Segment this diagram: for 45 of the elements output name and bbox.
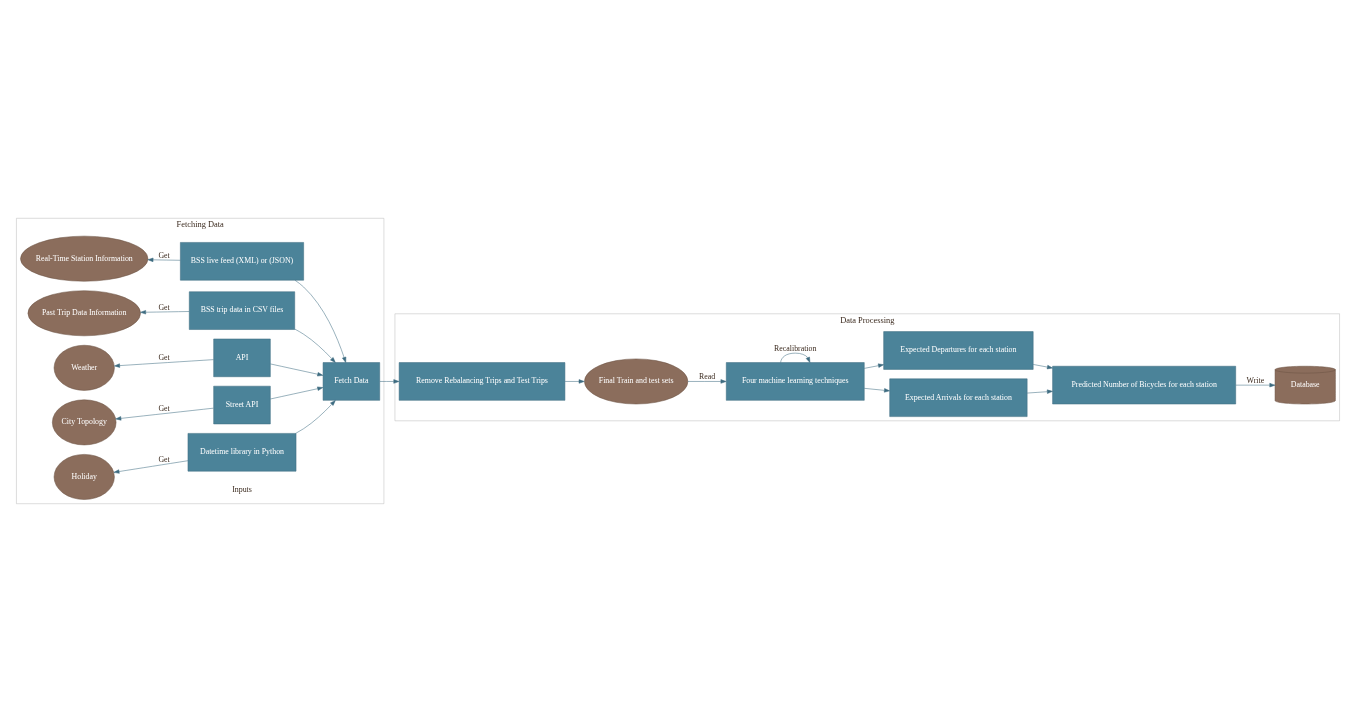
node-box: Predicted Number of Bicycles for each station bbox=[1052, 366, 1236, 405]
edge-label: Get bbox=[158, 454, 170, 464]
node-ellipse: Past Trip Data Information bbox=[27, 290, 141, 337]
arrow bbox=[1235, 383, 1276, 388]
arrow bbox=[140, 310, 190, 315]
node-box: Fetch Data bbox=[322, 362, 380, 401]
arrow bbox=[147, 257, 181, 262]
label: Inputs bbox=[232, 484, 252, 494]
arrow bbox=[1033, 364, 1053, 370]
edge-label: Get bbox=[158, 250, 170, 260]
arrow bbox=[294, 280, 347, 363]
arrow bbox=[864, 363, 884, 369]
edge-label: Get bbox=[158, 403, 170, 413]
edge-label: Write bbox=[1246, 375, 1265, 385]
arrow bbox=[687, 379, 727, 384]
arrow bbox=[114, 359, 214, 368]
arrow bbox=[564, 379, 585, 384]
node-ellipse: Holiday bbox=[53, 454, 115, 500]
node-ellipse: Final Train and test sets bbox=[584, 358, 689, 405]
node-box: Expected Arrivals for each station bbox=[889, 378, 1028, 417]
node-ellipse: Real-Time Station Information bbox=[20, 235, 149, 282]
arrow bbox=[379, 379, 400, 384]
node-box: BSS live feed (XML) or (JSON) bbox=[180, 242, 304, 281]
node-ellipse: Weather bbox=[53, 345, 115, 391]
edge-label: Get bbox=[158, 352, 170, 362]
node-box: Four machine learning techniques bbox=[726, 362, 865, 401]
edge-label: Get bbox=[158, 302, 170, 312]
node-ellipse: City Topology bbox=[52, 399, 117, 446]
node-box: Expected Departures for each station bbox=[883, 331, 1034, 370]
arrow bbox=[270, 386, 324, 400]
arrow bbox=[115, 407, 214, 421]
arrow bbox=[864, 388, 890, 393]
arrow bbox=[294, 328, 336, 363]
node-box: Street API bbox=[213, 385, 271, 425]
arrow bbox=[270, 363, 324, 377]
edge-label: Recalibration bbox=[774, 343, 817, 353]
arrow bbox=[780, 352, 811, 363]
arrow bbox=[1026, 389, 1053, 394]
node-box: API bbox=[213, 338, 271, 377]
arrow bbox=[295, 400, 336, 434]
node-box: Datetime library in Python bbox=[187, 433, 297, 472]
arrow bbox=[113, 460, 189, 474]
edge-label: Read bbox=[699, 371, 716, 381]
node-box: Remove Rebalancing Trips and Test Trips bbox=[398, 362, 566, 401]
node-box: BSS trip data in CSV files bbox=[189, 291, 295, 330]
